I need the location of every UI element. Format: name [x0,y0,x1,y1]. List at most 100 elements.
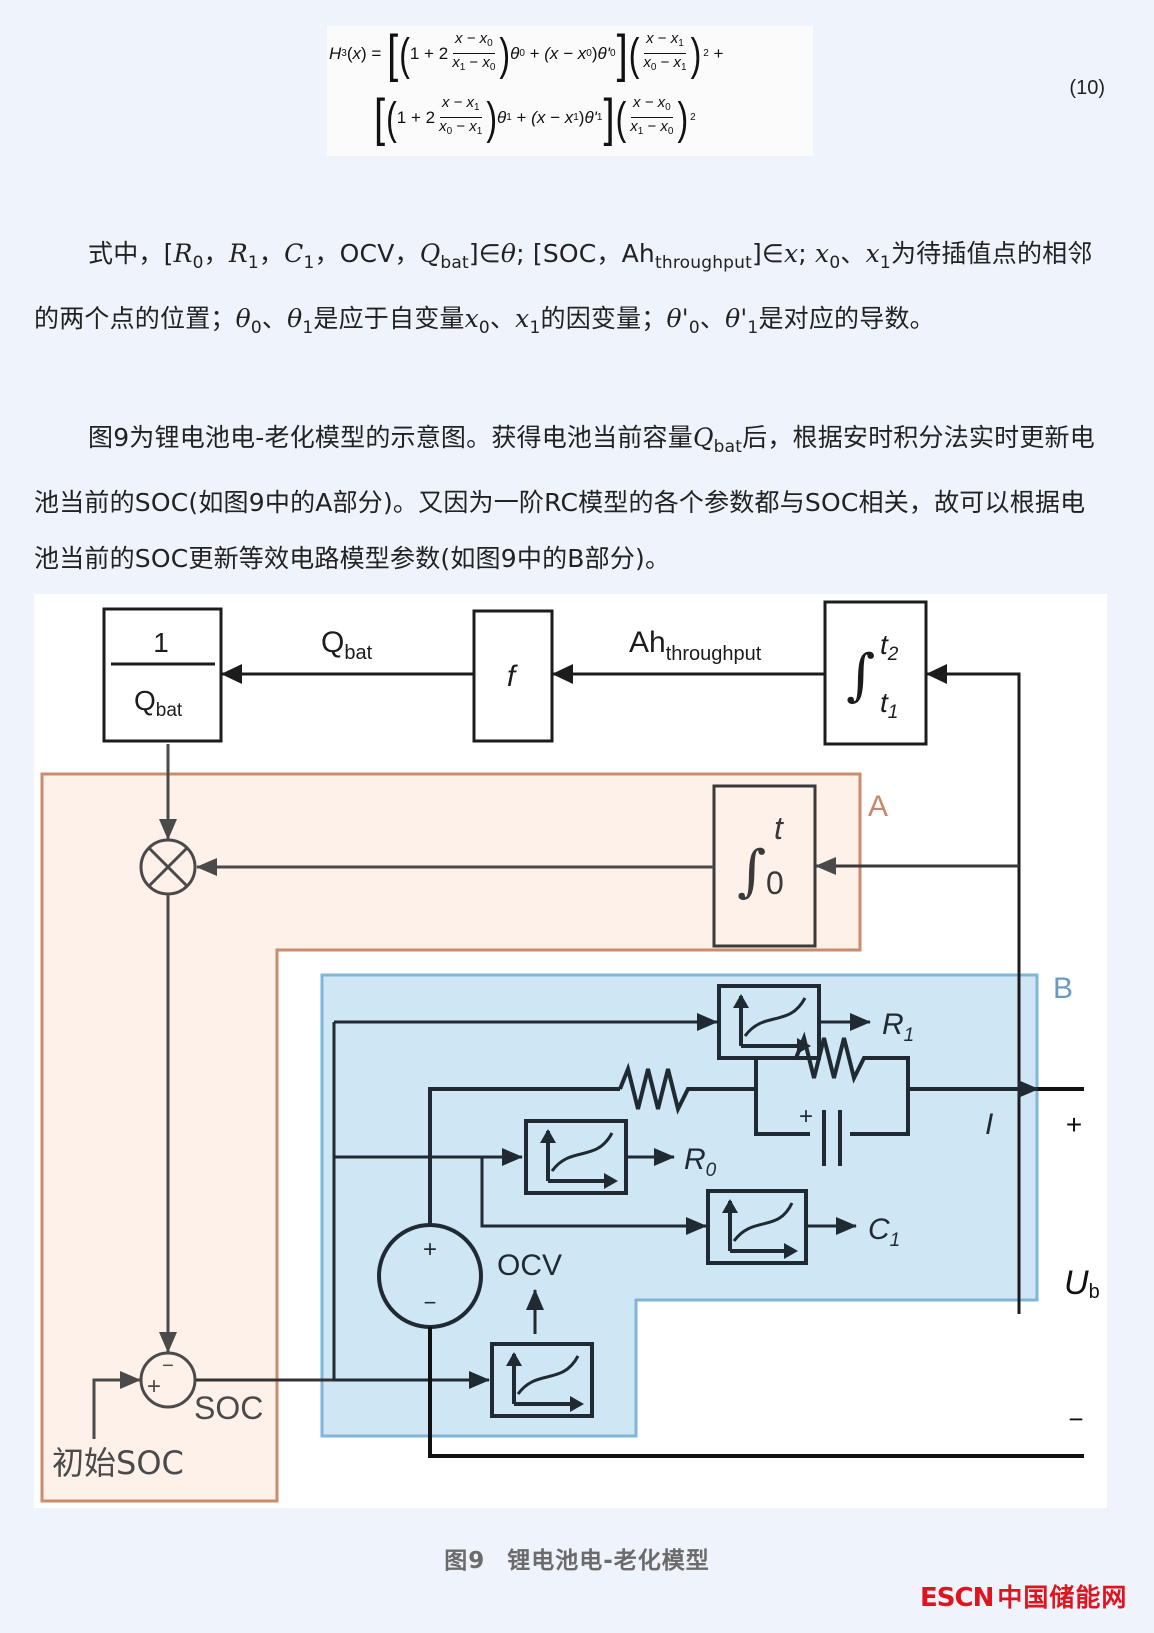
math-q: Q [692,423,714,452]
text: 为待插值点的相邻的两个点的位置； [34,239,1093,333]
circuit-top-wire [428,1087,620,1225]
eq-plus: + [713,43,724,63]
eq-paren: ( [628,28,640,79]
r0-label: R0 [684,1143,717,1181]
text: ; [798,239,816,268]
arrow-head-icon [570,1396,584,1412]
integral-symbol: ∫ [846,643,875,708]
c1-label: C1 [868,1213,900,1251]
eq-term: x [469,118,477,135]
curve-icon [743,997,807,1037]
eq-sub: 0 [446,126,453,137]
eq-sub: 0 [610,48,616,59]
eq-sub: 1 [476,126,483,137]
text: ]∈ [468,239,501,268]
sub: 1 [302,318,314,338]
region-a [40,772,862,1503]
figure-9-diagram: A B 1 Qbat f ∫ t2 t1 Qbat Ahthroughput [34,594,1107,1508]
eq-fraction: x − x1 x0 − x1 [437,94,484,141]
eq-sub: 1 [506,112,512,123]
math-r1: R [228,239,248,268]
sub: 1 [879,253,891,273]
eq-bracket: [ [387,24,399,83]
source-minus: − [424,1290,437,1315]
text: 、 [489,304,516,333]
eq-sub: 0 [487,38,493,49]
resistor-r0 [618,1062,756,1115]
eq-paren: ) = [361,43,387,63]
eq-term: x [673,54,682,71]
sub: 0 [829,253,841,273]
sub: 1 [529,318,541,338]
eq-frac-den: x0 − x1 [643,54,687,73]
eq-term: x [643,54,651,71]
numerator-label: 1 [153,627,169,658]
eq-term: x [670,30,679,47]
eq-sub: 0 [665,102,671,113]
watermark-chinese: 中国储能网 [997,1583,1128,1612]
text: 图9为锂电池电-老化模型的示意图。获得电池当前容量 [88,423,693,452]
eq-frac-num: x − x1 [439,94,482,118]
lower-limit: 0 [766,865,784,901]
eq-fraction: x − x1 x0 − x1 [641,30,688,77]
eq-fraction: x − x0 x1 − x0 [450,30,497,77]
arrow-head-icon [733,994,749,1008]
text: 的因变量； [540,304,667,333]
eq-sub: 0 [667,126,674,137]
text: 、 [699,304,726,333]
lookup-table-c1 [706,1189,808,1265]
sum-minus: − [162,1355,174,1377]
eq-term: x − x [441,94,474,111]
integral-0-t-block: ∫ t 0 [712,784,817,948]
math-x0: x [464,304,479,333]
eq-paren: ) [690,28,702,79]
arrow-initial-soc-to-sum [92,1371,141,1439]
sub: 1 [747,318,759,338]
upper-limit: t2 [880,629,899,665]
math-theta: θ [500,239,517,268]
eq-term: x [630,118,638,135]
sub: 0 [478,318,490,338]
paragraph-1: 式中，[R0，R1，C1，OCV，Qbat]∈θ; [SOC，Ahthrough… [34,226,1106,356]
eq-sub: 1 [637,126,644,137]
region-a-label: A [868,790,888,823]
terminal-plus: + [1066,1109,1082,1140]
math-c1: C [284,239,304,268]
lookup-table-r1 [717,984,821,1060]
text: 后，根据安时积分法实时更新电池当前的SOC(如图9中的A部分)。又因为一阶RC模… [34,423,1095,573]
eq-term: (x − x [531,107,574,127]
lookup-table-ocv [490,1342,594,1418]
text: 、 [261,304,288,333]
ocv-voltage-source: + − [377,1223,483,1329]
eq-frac-den: x1 − x0 [452,54,496,73]
watermark-latin: ESCN [920,1583,994,1613]
eq-paren: ) [486,92,497,143]
ub-label: Ub [1064,1264,1100,1303]
curve-icon [732,1202,794,1242]
eq-frac-num: x − x1 [644,30,686,54]
arrow-soc-to-c1-table [480,1157,707,1235]
eq-theta: θ [510,43,520,63]
eq-lhs: H [329,43,342,63]
eq-sub: 1 [596,112,603,123]
upper-limit: t [774,810,784,846]
sub: 1 [303,253,315,273]
eq-sub: 1 [473,102,480,113]
circuit-bottom-wire [428,1327,1084,1458]
text: 是应于自变量 [313,304,465,333]
integral-symbol: ∫ [737,839,766,904]
eq-power: 2 [690,112,696,123]
math-theta1: θ [287,304,303,333]
ah-throughput-label: Ahthroughput [629,626,762,665]
eq-sub: 1 [573,112,579,123]
lower-limit: t1 [880,687,898,723]
text: ，OCV， [314,239,420,268]
eq-sub: 1 [459,62,466,73]
eq-frac-den: x1 − x0 [630,118,674,137]
terminal-minus: − [1068,1404,1083,1434]
multiplier-node [139,838,197,896]
